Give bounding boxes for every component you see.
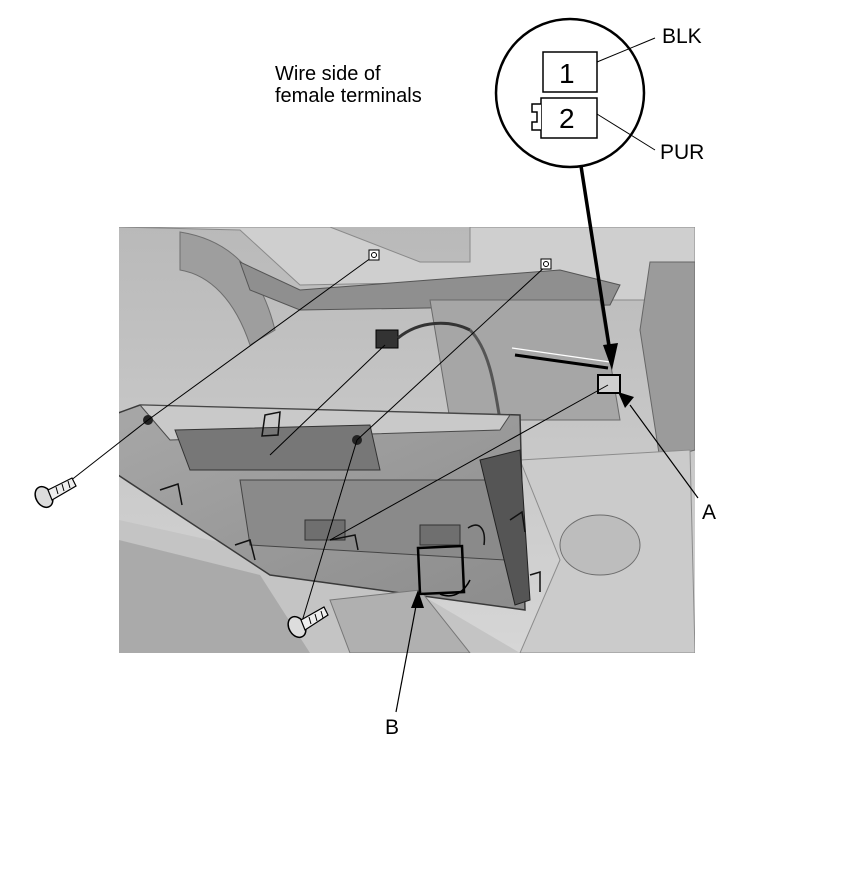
terminal-1-cavity: [542, 51, 598, 93]
connector-detail-inset: 1 2: [494, 17, 646, 169]
screw-leader-lines: [55, 254, 609, 629]
blk-leader-line: [596, 37, 656, 63]
connector-latch-icon: [531, 103, 541, 131]
callout-b-arrow: [395, 590, 424, 713]
clip-marker-2: [540, 258, 552, 270]
vehicle-interior-illustration: [119, 227, 695, 653]
screw-left-icon: [34, 477, 77, 509]
callout-b-label: B: [385, 716, 400, 739]
caption-line-1: Wire side of: [275, 63, 381, 85]
wire-color-blk-label: BLK: [662, 25, 702, 48]
wire-color-pur-label: PUR: [660, 141, 705, 164]
caption-line-2: female terminals: [275, 85, 422, 107]
connector-view-caption: Wire side of female terminals: [275, 63, 422, 107]
callout-a-label: A: [702, 501, 717, 524]
pur-leader-line: [596, 113, 656, 151]
callout-a-arrow: [618, 392, 699, 499]
pin-1-number: 1: [559, 58, 575, 89]
pin-2-number: 2: [559, 103, 575, 134]
inset-pointer-arrow: [579, 165, 618, 370]
clip-marker-1: [368, 249, 380, 261]
screw-lower-icon: [287, 606, 329, 639]
